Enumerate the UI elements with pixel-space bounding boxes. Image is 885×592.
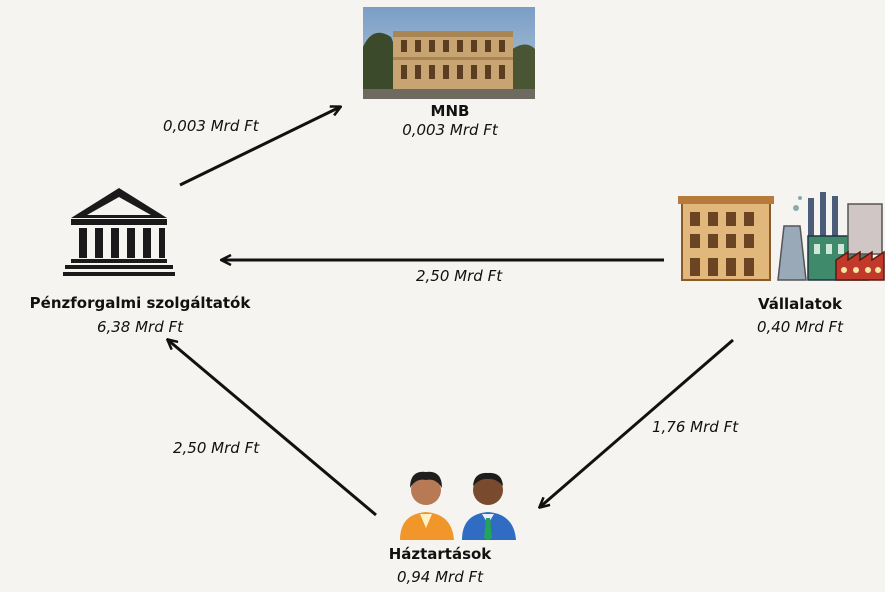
classical-bank-icon [63,188,175,276]
arrow-companies-to-households [540,338,734,507]
bank-building-photo-icon [363,7,535,99]
mnb-name: MNB [430,102,470,120]
arrow-households-to-payment [168,340,377,517]
payment-providers-value: 6,38 Mrd Ft [96,318,184,336]
companies-value: 0,40 Mrd Ft [756,318,844,336]
people-icon [400,471,516,540]
flow-label-payment-to-mnb: 0,003 Mrd Ft [163,117,259,135]
factory-buildings-icon [678,192,885,281]
flow-label-households-to-payment: 2,50 Mrd Ft [173,439,260,457]
flow-label-companies-to-payment: 2,50 Mrd Ft [416,267,503,285]
arrow-payment-to-mnb [179,107,340,187]
mnb-value: 0,003 Mrd Ft [402,121,498,139]
flow-label-companies-to-households: 1,76 Mrd Ft [652,418,739,436]
households-value: 0,94 Mrd Ft [396,568,484,586]
households-name: Háztartások [388,545,492,563]
payment-providers-name: Pénzforgalmi szolgáltatók [29,294,251,312]
companies-name: Vállalatok [757,295,843,313]
